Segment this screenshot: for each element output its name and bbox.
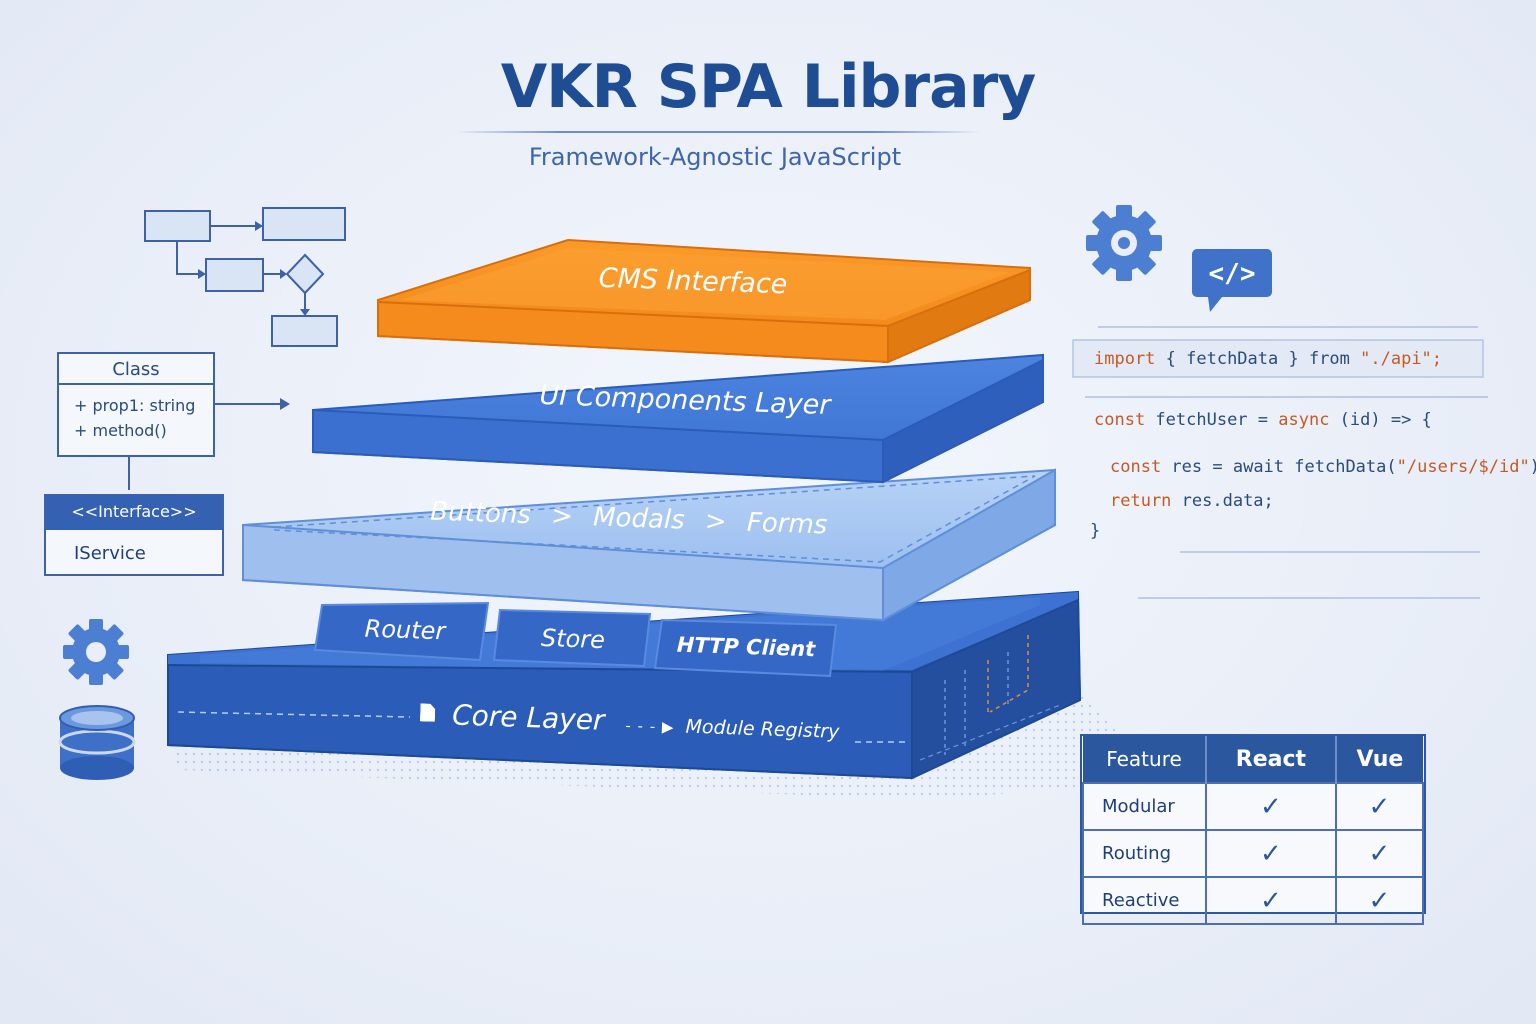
table-row: Routing ✓ ✓: [1082, 829, 1425, 878]
table-header-feature: Feature: [1083, 736, 1207, 783]
chevron-right-icon: >: [550, 500, 574, 532]
table-cell-vue: ✓: [1334, 876, 1425, 925]
core-module-store-label: Store: [540, 623, 606, 655]
component-modals: Modals: [592, 502, 686, 536]
component-buttons: Buttons: [429, 496, 532, 531]
table-header-vue: Vue: [1335, 736, 1423, 783]
core-module-router-label: Router: [364, 614, 446, 646]
cms-layer: [377, 238, 1031, 364]
table-cell-feature: Reactive: [1082, 876, 1207, 925]
core-layer-label: Core Layer: [451, 698, 606, 737]
table-cell-feature: Modular: [1082, 782, 1207, 831]
component-forms: Forms: [746, 507, 828, 541]
svg-text:</>: </>: [1209, 259, 1256, 289]
table-header-row: Feature React Vue: [1083, 736, 1423, 783]
database-icon: [58, 705, 136, 780]
uml-interface-box: [44, 494, 224, 576]
ui-components-layer: [312, 353, 1044, 484]
check-icon: ✓: [1368, 838, 1391, 869]
uml-interface-stereotype: <<Interface>>: [71, 502, 197, 521]
module-registry-label: Module Registry: [685, 715, 840, 743]
check-icon: ✓: [1260, 885, 1282, 916]
title-divider: [455, 131, 980, 133]
uml-class-box: [57, 352, 290, 490]
document-icon: [420, 703, 436, 722]
code-line-5: }: [1090, 521, 1101, 541]
check-icon: ✓: [1260, 791, 1282, 822]
core-module-http-client: [653, 618, 838, 678]
core-module-router: [313, 601, 490, 662]
table-row: Modular ✓ ✓: [1082, 782, 1425, 831]
code-line-4: return res.data;: [1110, 491, 1274, 511]
page-title: VKR SPA Library: [500, 52, 1037, 122]
uml-interface-name: IService: [74, 543, 146, 564]
table-cell-react: ✓: [1205, 782, 1337, 831]
flowchart-diagram: [144, 207, 346, 347]
code-line-3: const res = await fetchData("/users/$/id…: [1110, 457, 1536, 477]
table-cell-feature: Routing: [1082, 829, 1207, 878]
gear-icon: [63, 619, 129, 685]
table-cell-react: ✓: [1205, 876, 1337, 925]
gear-icon: [1086, 205, 1162, 281]
table-row: Reactive ✓ ✓: [1082, 876, 1425, 925]
uml-class-member: + prop1: string: [74, 396, 196, 415]
code-highlight-row: [1072, 339, 1484, 378]
feature-comparison-table: Feature React Vue Modular ✓ ✓ Routing ✓ …: [1080, 734, 1426, 925]
arrow-right-icon: - - - ▶: [625, 716, 675, 737]
check-icon: ✓: [1368, 885, 1391, 916]
components-layer: [242, 468, 1056, 622]
core-module-store: [492, 608, 652, 668]
check-icon: ✓: [1368, 791, 1391, 822]
check-icon: ✓: [1260, 838, 1282, 869]
table-cell-vue: ✓: [1334, 782, 1425, 831]
table-cell-react: ✓: [1205, 829, 1337, 878]
page-subtitle: Framework-Agnostic JavaScript: [528, 143, 902, 171]
code-line-2: const fetchUser = async (id) => {: [1094, 410, 1432, 430]
code-line-1: import { fetchData } from "./api";: [1094, 349, 1443, 369]
uml-class-title: Class: [112, 359, 160, 380]
uml-class-member: + method(): [74, 421, 167, 440]
table-header-react: React: [1206, 736, 1337, 783]
table-cell-vue: ✓: [1334, 829, 1425, 878]
chevron-right-icon: >: [704, 506, 728, 538]
code-icon: </>: [1192, 249, 1272, 312]
